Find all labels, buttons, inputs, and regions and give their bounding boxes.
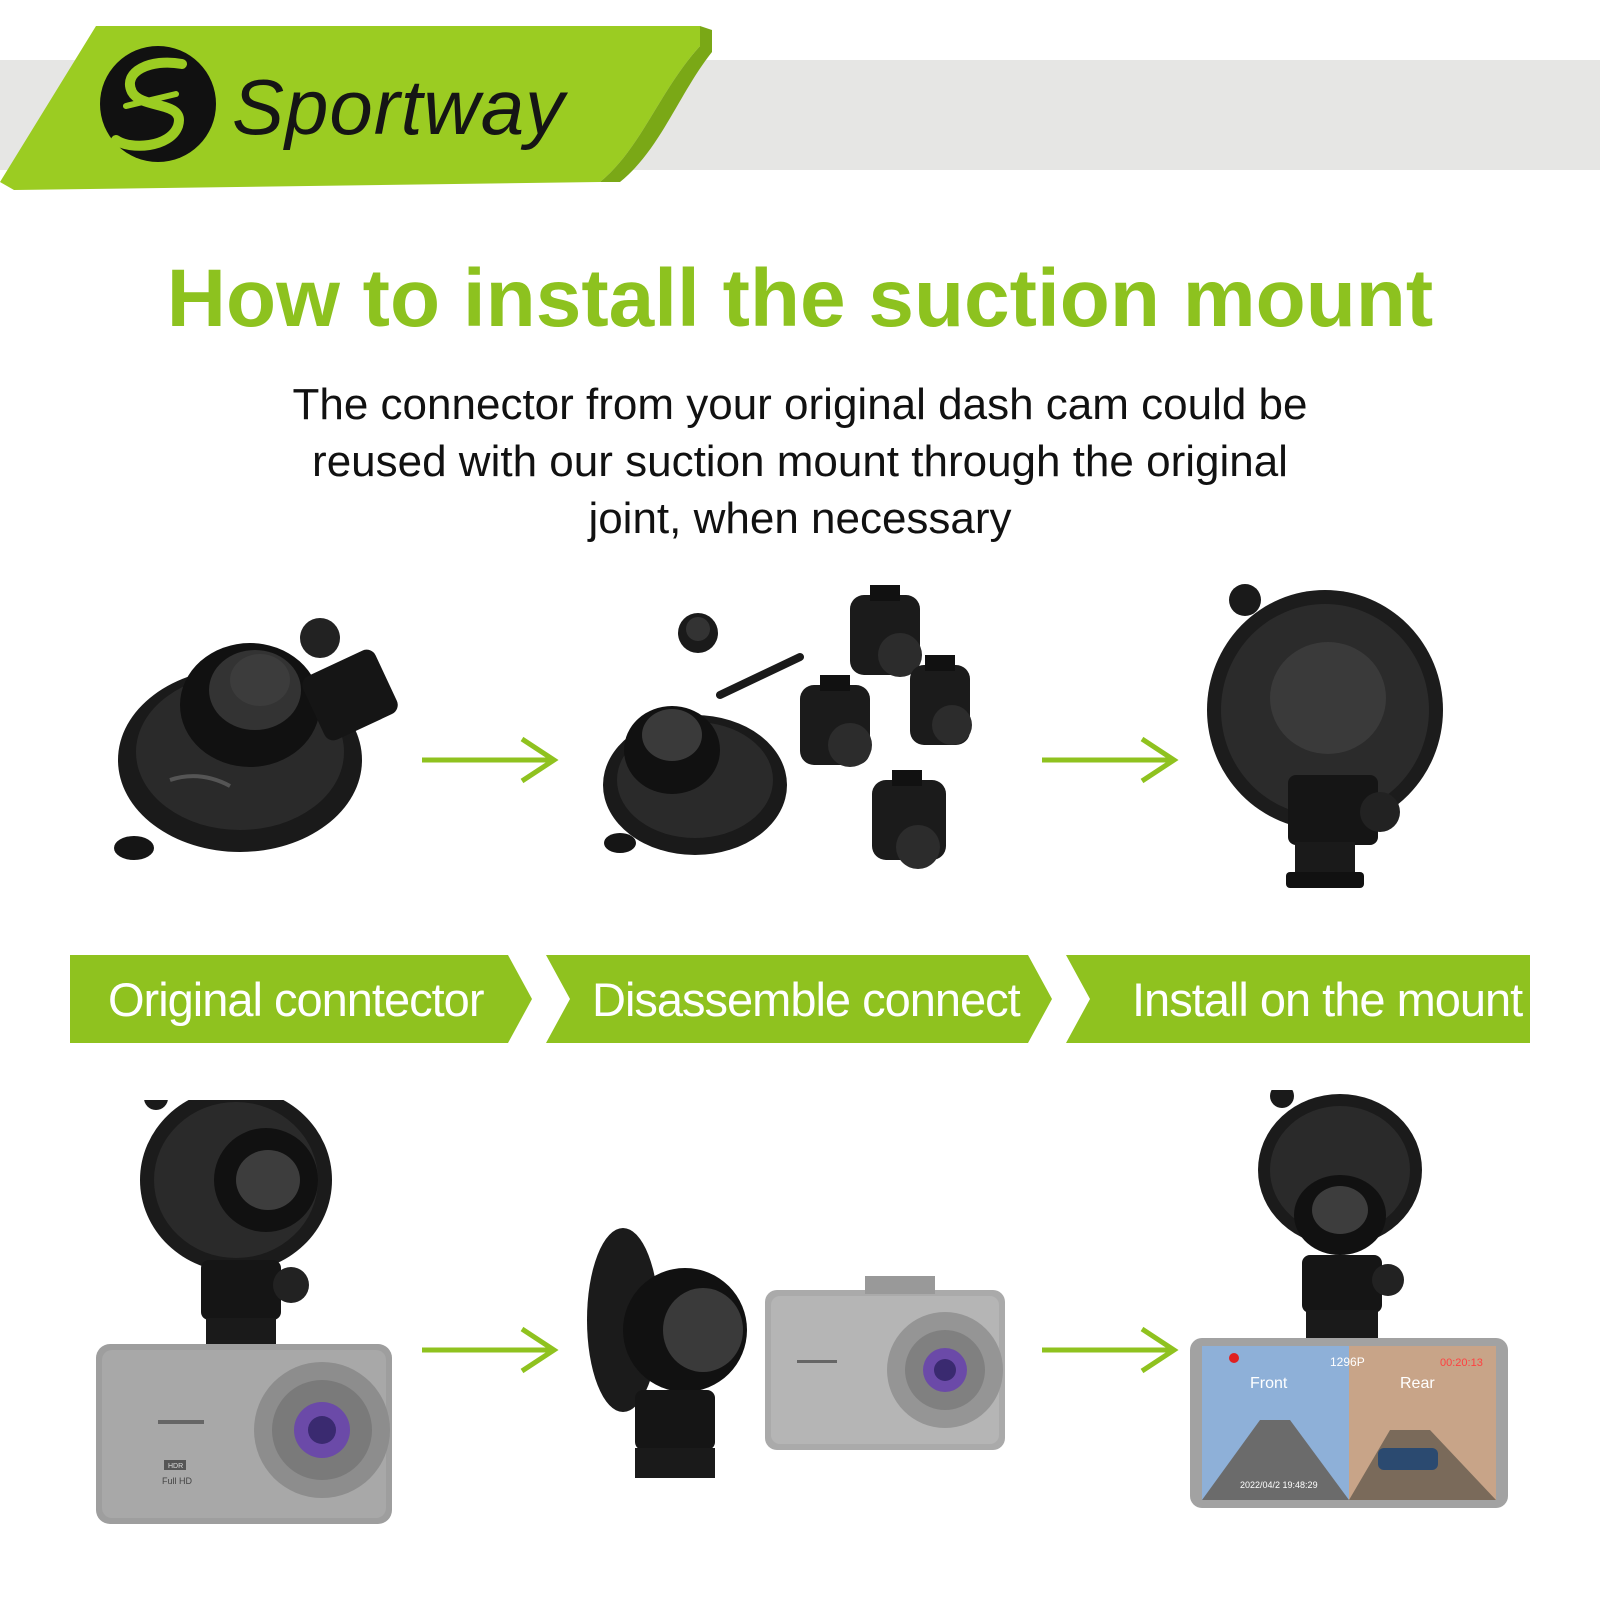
subtitle: The connector from your original dash ca…	[250, 376, 1350, 547]
suction-mount-icon	[1207, 584, 1443, 888]
screen-resolution: 1296P	[1330, 1355, 1365, 1369]
step-label-3: Install on the mount	[1132, 973, 1523, 1026]
dash-cam-icon: 1296P 00:20:13 Front Rear 2022/04/2 19:4…	[1190, 1090, 1508, 1508]
banner-fold	[600, 26, 712, 182]
screen-front-label: Front	[1250, 1375, 1288, 1392]
arrow-right-icon	[1042, 736, 1179, 784]
screen-timestamp: 2022/04/2 19:48:29	[1240, 1480, 1318, 1490]
sportway-s-logo-icon	[100, 46, 216, 162]
subtitle-line: The connector from your original dash ca…	[292, 380, 1308, 429]
step-bar	[70, 955, 1530, 1043]
dash-cam-icon: HDR Full HD	[96, 1100, 392, 1524]
arrow-right-icon	[422, 736, 559, 784]
step-chevron	[1066, 955, 1530, 1043]
screen-timer: 00:20:13	[1440, 1357, 1483, 1369]
connector-parts-icon	[603, 585, 972, 869]
dash-cam-icon	[587, 1228, 1005, 1478]
full-hd-badge: Full HD	[162, 1476, 193, 1486]
arrow-right-icon	[1042, 1326, 1179, 1374]
page-title: How to install the suction mount	[166, 253, 1434, 344]
suction-mount-icon	[114, 618, 398, 860]
arrow-right-icon	[422, 1326, 559, 1374]
subtitle-line: joint, when necessary	[588, 494, 1012, 543]
brand-name: Sportway	[232, 63, 566, 151]
step-chevron	[546, 955, 1052, 1043]
brand-banner	[0, 26, 712, 190]
screen-rear-label: Rear	[1400, 1375, 1435, 1392]
step-label-2: Disassemble connect	[592, 973, 1021, 1026]
step-chevron	[70, 955, 532, 1043]
hdr-badge: HDR	[168, 1463, 183, 1470]
subtitle-line: reused with our suction mount through th…	[312, 437, 1288, 486]
step-label-1: Original conntector	[108, 973, 484, 1026]
